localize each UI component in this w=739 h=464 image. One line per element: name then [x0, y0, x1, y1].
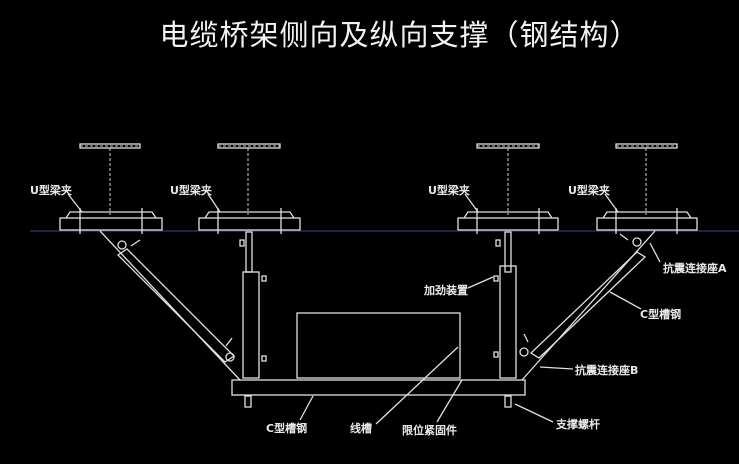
steel-beam-1: [59, 143, 163, 234]
diagram-title: 电缆桥架侧向及纵向支撑（钢结构）: [159, 18, 640, 52]
leader-lines: [67, 193, 661, 425]
vertical-hanger-left: [239, 231, 267, 379]
label-stiffener: 加劲装置: [423, 283, 468, 297]
diagonal-brace-right: [519, 230, 656, 381]
bottom-c-channel: [231, 379, 526, 396]
label-u-clamp-1: U型梁夹: [30, 183, 72, 197]
steel-beam-3: [457, 143, 559, 234]
label-support-rod: 支撑螺杆: [555, 417, 600, 431]
label-seismic-seat-a: 抗震连接座A: [663, 261, 727, 275]
diagonal-brace-left: [99, 230, 241, 381]
label-u-clamp-2: U型梁夹: [170, 183, 212, 197]
label-cable-tray: 线槽: [350, 421, 372, 435]
steel-beam-4: [596, 143, 698, 234]
label-u-clamp-4: U型梁夹: [568, 183, 610, 197]
label-c-channel-diagonal: C型槽钢: [640, 307, 681, 321]
support-rod-bolt-right: [504, 395, 512, 408]
label-limit-fastener: 限位紧固件: [402, 423, 457, 437]
label-c-channel-bottom: C型槽钢: [266, 421, 307, 435]
vertical-hanger-right: [493, 231, 517, 379]
label-seismic-seat-b: 抗震连接座B: [575, 363, 638, 377]
label-u-clamp-3: U型梁夹: [428, 183, 470, 197]
support-rod-bolt-left: [244, 395, 252, 408]
steel-beam-2: [198, 143, 301, 234]
cable-tray-box: [296, 312, 461, 379]
